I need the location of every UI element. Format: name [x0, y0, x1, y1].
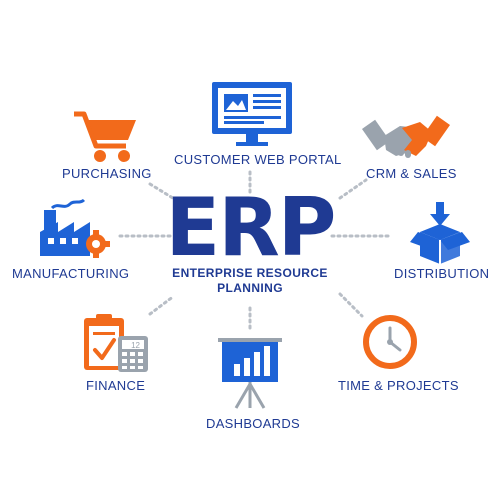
- erp-title: ERP: [165, 181, 337, 274]
- node-dashboards-label: DASHBOARDS: [206, 416, 301, 431]
- erp-subtitle: ENTERPRISE RESOURCE PLANNING: [150, 266, 350, 296]
- node-crm-sales-label: CRM & SALES: [366, 166, 457, 181]
- node-purchasing-label: PURCHASING: [62, 166, 152, 181]
- svg-text:12: 12: [131, 341, 140, 350]
- connector-top-left: [148, 182, 178, 202]
- node-distribution-label: DISTRIBUTION: [394, 266, 490, 281]
- connector-bottom-left: [148, 294, 176, 316]
- node-time-projects-label: TIME & PROJECTS: [338, 378, 459, 393]
- connector-top-right: [338, 178, 368, 200]
- node-finance-label: FINANCE: [86, 378, 146, 393]
- node-customer-web-portal-label: CUSTOMER WEB PORTAL: [174, 152, 342, 167]
- erp-subtitle-line2: PLANNING: [217, 281, 283, 295]
- erp-subtitle-line1: ENTERPRISE RESOURCE: [172, 266, 328, 280]
- connector-bottom-right: [338, 292, 364, 318]
- node-manufacturing-label: MANUFACTURING: [12, 266, 130, 281]
